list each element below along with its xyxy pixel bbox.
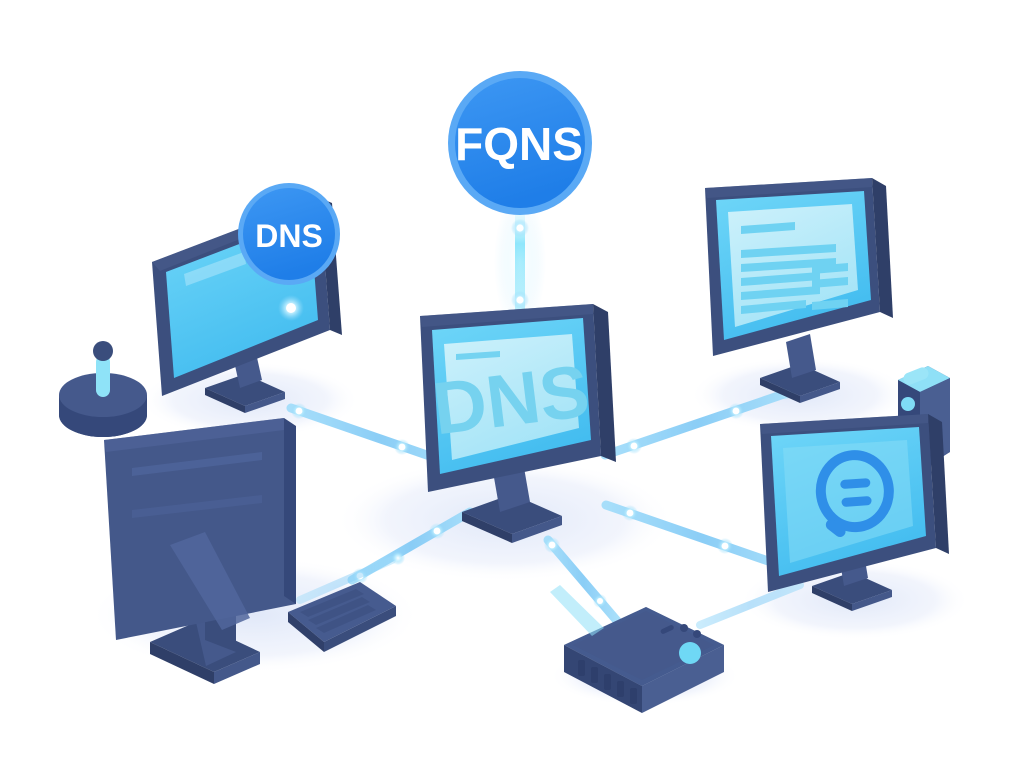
dns-lookup-monitor[interactable]: [760, 414, 949, 611]
router-beam: [550, 585, 604, 636]
magnifier-icon: [815, 450, 894, 538]
link-router-to-lookup: [696, 581, 804, 629]
fqns-badge[interactable]: FQNS: [448, 71, 592, 215]
router-box[interactable]: [564, 607, 724, 713]
dns-badge-label: DNS: [255, 218, 323, 254]
fqns-badge-label: FQNS: [455, 118, 583, 170]
desk-monitor-front[interactable]: [104, 418, 296, 684]
beam-fqns-to-center: [494, 192, 546, 332]
keyboard[interactable]: [288, 582, 396, 652]
center-screen-label: DNS: [429, 349, 594, 450]
dns-server-monitor[interactable]: DNS: [420, 304, 616, 543]
records-content: [741, 222, 848, 314]
link-center-to-router: [543, 535, 623, 627]
dns-records-monitor[interactable]: [705, 178, 893, 403]
dns-badge[interactable]: DNS: [238, 183, 340, 285]
link-keyboard-edge: [296, 551, 405, 604]
antenna-puck[interactable]: [59, 341, 147, 437]
